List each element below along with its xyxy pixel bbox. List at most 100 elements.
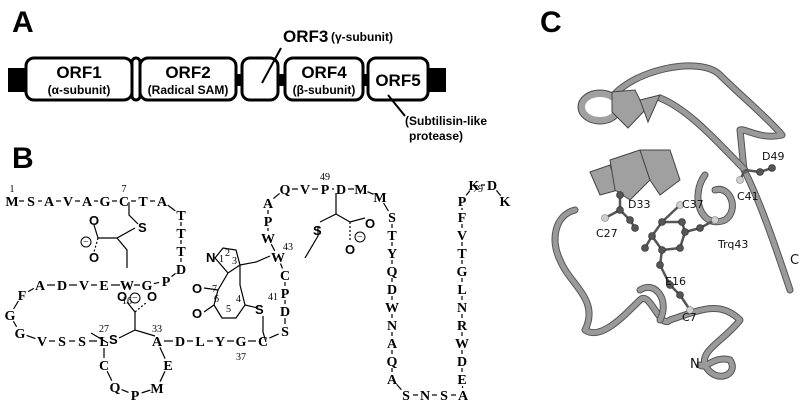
label-c41: C41 <box>737 190 759 203</box>
label-trq43: Trq43 <box>717 238 748 251</box>
peptide-bond <box>121 389 129 393</box>
peptide-bond <box>495 190 502 196</box>
residue-46: A <box>263 197 274 212</box>
residue-25: S <box>58 335 66 350</box>
ring-number: 2 <box>225 248 230 259</box>
residue-75: V <box>457 229 467 244</box>
residue-59: N <box>387 319 397 334</box>
orf3-name: ORF3 <box>283 27 328 46</box>
peptide-bond <box>396 383 402 391</box>
peptide-bond <box>26 334 36 340</box>
residue-72: L <box>457 283 466 298</box>
residue-33: A <box>152 335 163 350</box>
peptide-bond <box>141 389 151 394</box>
oxygen-atom: O <box>89 213 99 228</box>
helix-top <box>577 89 661 129</box>
label-c37: C37 <box>682 198 704 211</box>
residue-7: C <box>119 195 129 210</box>
residue-19: D <box>57 279 67 294</box>
residue-43: W <box>271 251 285 266</box>
panel-c-label: C <box>540 6 562 39</box>
peptide-bond <box>171 272 176 278</box>
crosslink-structures: S O O − S O O − N O O S <box>80 193 375 347</box>
residue-24: V <box>37 335 47 350</box>
residue-21: F <box>18 289 27 304</box>
residue-69: W <box>455 337 469 352</box>
residue-44: W <box>261 232 275 247</box>
residue-14: P <box>162 275 171 290</box>
negative-charge: − <box>132 293 138 304</box>
residue-73: G <box>457 265 468 280</box>
oxygen-atom: O <box>117 289 127 304</box>
residue-35: L <box>195 335 204 350</box>
gene-cluster-diagram: ORF1 (α-subunit) ORF2 (Radical SAM) ORF3… <box>8 27 487 143</box>
c-terminus-label: C <box>790 253 799 268</box>
residue-4: V <box>63 195 73 210</box>
residue-8: T <box>138 195 148 210</box>
residue-28: C <box>99 359 109 374</box>
residue-30: P <box>131 389 140 404</box>
residue-56: Q <box>387 265 398 280</box>
residue-68: D <box>457 355 467 370</box>
residue-55: Y <box>387 247 397 262</box>
orf1-box: ORF1 (α-subunit) <box>24 56 134 102</box>
charge-circle <box>129 292 141 304</box>
residue-5: A <box>82 195 93 210</box>
residue-23: G <box>15 327 26 342</box>
peptide-bond <box>106 370 113 382</box>
residue-10: T <box>176 209 186 224</box>
residue-number-49: 49 <box>320 172 330 183</box>
charge-circle <box>354 231 366 243</box>
oxygen-atom: O <box>147 289 157 304</box>
residue-78: K <box>469 179 480 194</box>
orf5-box: ORF5 (Subtilisin-like protease) <box>366 56 487 143</box>
residue-11: T <box>176 227 186 242</box>
residue-63: S <box>402 389 410 404</box>
residue-number-27: 27 <box>99 324 109 335</box>
orf4-name: ORF4 <box>301 63 347 82</box>
residue-65: S <box>440 389 448 404</box>
residue-66: A <box>458 389 469 404</box>
residue-64: N <box>420 389 430 404</box>
residue-17: E <box>99 279 108 294</box>
orf3-box: ORF3 (γ-subunit) <box>240 27 393 102</box>
orf2-desc: (Radical SAM) <box>148 83 229 97</box>
residue-39: S <box>281 325 289 340</box>
residue-57: D <box>387 283 397 298</box>
residue-20: A <box>35 279 46 294</box>
peptide-bond <box>159 347 166 359</box>
tryptophylquinone-ring: N O O S 1 2 3 4 5 6 7 <box>192 247 271 343</box>
orf3-desc: (γ-subunit) <box>331 30 393 44</box>
peptide-bond <box>279 263 284 269</box>
peptide-bond <box>13 300 19 310</box>
peptide-bonds <box>12 184 502 396</box>
residue-77: P <box>458 195 467 210</box>
residue-36: Y <box>215 335 225 350</box>
residue-number-41: 41 <box>268 292 278 303</box>
residue-6: G <box>100 195 111 210</box>
residue-number-1: 1 <box>10 184 15 195</box>
residue-number-37: 37 <box>236 352 246 363</box>
residue-16: W <box>120 279 134 294</box>
ring-number: 3 <box>232 256 237 267</box>
residue-12: T <box>176 245 186 260</box>
residue-38: C <box>258 335 268 350</box>
nitrogen-atom: N <box>206 250 215 265</box>
residue-29: Q <box>110 381 121 396</box>
residue-54: T <box>387 229 397 244</box>
residue-53: S <box>388 211 396 226</box>
label-c27: C27 <box>596 227 618 240</box>
residue-2: S <box>27 195 35 210</box>
residue-18: V <box>79 279 89 294</box>
d49-c41-ball-stick <box>736 164 776 184</box>
residue-50: D <box>336 183 346 198</box>
residue-49: P <box>321 183 330 198</box>
residue-80: K <box>500 195 511 210</box>
negative-charge: − <box>357 232 363 243</box>
residue-13: D <box>176 263 186 278</box>
panel-a-label: A <box>12 6 34 39</box>
peptide-bond <box>153 281 160 285</box>
orf1-desc: (α-subunit) <box>48 83 111 97</box>
